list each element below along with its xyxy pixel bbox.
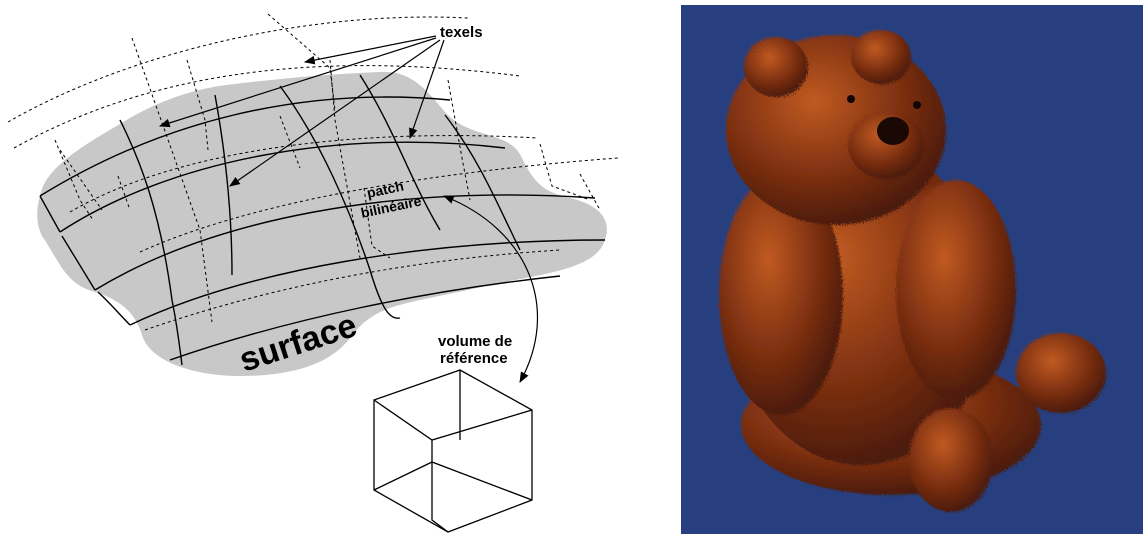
- volume-label-line2: référence: [440, 350, 508, 367]
- texel-arrows: [158, 35, 539, 383]
- reference-cube: [373, 369, 533, 533]
- reference-arrow: [442, 195, 539, 383]
- texel-arrow-3: [229, 39, 441, 187]
- texel-diagram: texels patch bilinéaire surface volume d…: [7, 13, 619, 533]
- texels-label: texels: [440, 24, 483, 41]
- teddy-bear: [719, 30, 1106, 512]
- texel-arrow-1: [303, 35, 437, 65]
- patch-grid: [39, 74, 606, 366]
- texel-arrow-2: [158, 37, 437, 128]
- texel-lattice: [7, 13, 619, 331]
- teddy-bear-render: [681, 5, 1143, 534]
- bear-face: [847, 95, 921, 145]
- patch-label-line1: patch: [365, 178, 405, 201]
- texel-arrow-4: [409, 39, 445, 140]
- volume-label-line1: volume de: [438, 333, 512, 350]
- surface-region: [37, 71, 607, 376]
